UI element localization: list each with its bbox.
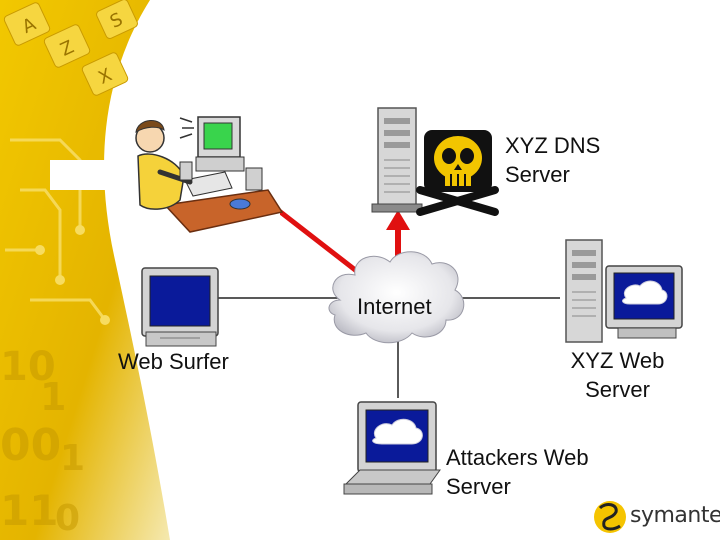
arrow-head-icon	[386, 210, 410, 230]
symantec-logo-icon	[594, 501, 626, 533]
svg-text:11: 11	[0, 486, 58, 535]
dns-server-label-line2: Server	[505, 162, 570, 187]
edge-internet-user-red	[263, 198, 374, 285]
svg-text:10: 10	[0, 344, 56, 390]
symantec-logo-text: symantec.	[630, 503, 720, 528]
monitor-icon	[141, 267, 219, 347]
cloud-icon	[328, 251, 465, 344]
server-tower-icon	[371, 107, 423, 213]
svg-text:0: 0	[55, 498, 80, 539]
white-label-box	[50, 160, 110, 190]
web-server-icon	[565, 239, 683, 343]
person-at-computer-icon	[135, 116, 284, 233]
web-server-label-line2: Server	[585, 377, 650, 402]
web-server-label-line1: XYZ Web	[570, 348, 665, 373]
skull-crossbones-icon	[416, 130, 499, 216]
web-server-label: XYZ Web Server	[560, 346, 675, 404]
connections	[215, 198, 560, 398]
background-gold-panel: A Z X S 10 1 00 1 11 0	[0, 0, 170, 540]
web-surfer-label: Web Surfer	[118, 349, 229, 374]
attacker-server-label-line2: Server	[446, 474, 511, 499]
attacker-monitor-icon	[343, 401, 441, 495]
svg-text:00: 00	[0, 420, 61, 471]
svg-text:1: 1	[60, 438, 85, 479]
svg-text:1: 1	[40, 375, 66, 419]
internet-label: Internet	[357, 294, 432, 319]
dns-server-label-line1: XYZ DNS	[505, 133, 601, 158]
attacker-server-label: Attackers Web Server	[446, 443, 589, 501]
dns-server-label: XYZ DNS Server	[505, 131, 600, 189]
attacker-server-label-line1: Attackers Web	[446, 445, 589, 470]
